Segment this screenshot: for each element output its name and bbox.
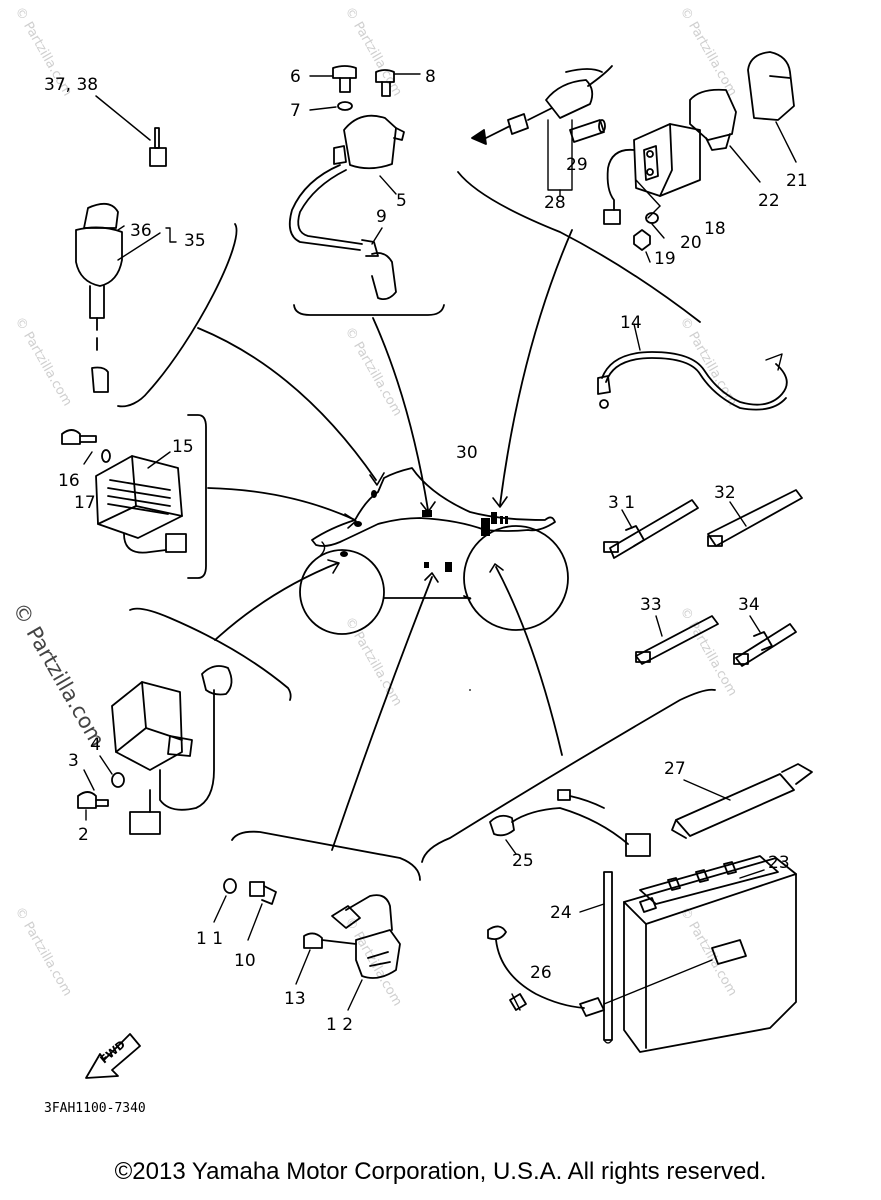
- callout-31: 3 1: [608, 493, 635, 513]
- callout-29: 29: [566, 155, 588, 175]
- callout-4: 4: [90, 735, 101, 755]
- callout-24: 24: [550, 903, 572, 923]
- callout-14: 14: [620, 313, 642, 333]
- cdi-unit: [77, 665, 233, 835]
- group-bracket-ignition-coil: [293, 304, 445, 316]
- fuse-holder: [471, 65, 613, 197]
- callout-36: 36: [130, 221, 152, 241]
- callout-37-38: 37, 38: [44, 75, 98, 95]
- cable-bands: [603, 489, 803, 667]
- callout-16: 16: [58, 471, 80, 491]
- group-bracket-relays: [457, 171, 701, 323]
- ignition-coil-assembly: [288, 65, 421, 301]
- ignition-switch: [75, 202, 177, 393]
- watermark: © Partzilla.com: [342, 5, 405, 99]
- group-bracket-battery: [421, 688, 716, 863]
- callout-3: 3: [68, 751, 79, 771]
- callout-28: 28: [544, 193, 566, 213]
- callout-18: 18: [704, 219, 726, 239]
- group-bracket-cdi: [129, 607, 292, 701]
- watermark: © Partzilla.com: [677, 5, 740, 99]
- callout-26: 26: [530, 963, 552, 983]
- watermark: © Partzilla.com: [342, 325, 405, 419]
- battery-assembly: [469, 689, 813, 1053]
- watermark: © Partzilla.com: [677, 905, 740, 999]
- front-wheel: [299, 549, 385, 635]
- group-bracket-ignition-switch: [117, 223, 238, 408]
- callout-30: 30: [456, 443, 478, 463]
- callout-20: 20: [680, 233, 702, 253]
- starter-relay: [603, 123, 701, 263]
- callout-12: 1 2: [326, 1015, 353, 1035]
- copyright-notice: ©2013 Yamaha Motor Corporation, U.S.A. A…: [114, 1158, 767, 1185]
- callout-17: 17: [74, 493, 96, 513]
- watermark: © Partzilla.com: [12, 315, 75, 409]
- callout-33: 33: [640, 595, 662, 615]
- callout-19: 19: [654, 249, 676, 269]
- callout-11: 1 1: [196, 929, 223, 949]
- watermark-large: © Partzilla.com: [8, 599, 110, 751]
- neutral-and-fuel-switches: [213, 878, 401, 1011]
- relay-pair: [689, 51, 797, 183]
- callout-32: 32: [714, 483, 736, 503]
- leader-lines: [197, 229, 573, 851]
- vehicle-outline: [299, 467, 569, 635]
- watermark: © Partzilla.com: [677, 315, 740, 409]
- watermark: © Partzilla.com: [342, 915, 405, 1009]
- callout-25: 25: [512, 851, 534, 871]
- watermark: © Partzilla.com: [342, 615, 405, 709]
- wire-harness: [597, 323, 788, 411]
- callout-6: 6: [290, 67, 301, 87]
- fwd-label: FWD: [98, 1038, 128, 1066]
- callout-34: 34: [738, 595, 760, 615]
- callout-9: 9: [376, 207, 387, 227]
- vehicle-part-markers: [340, 490, 508, 572]
- callout-7: 7: [290, 101, 301, 121]
- callout-15: 15: [172, 437, 194, 457]
- watermark: © Partzilla.com: [12, 905, 75, 999]
- callout-13: 13: [284, 989, 306, 1009]
- callout-5: 5: [396, 191, 407, 211]
- callout-10: 10: [234, 951, 256, 971]
- group-bracket-rectifier: [187, 414, 207, 579]
- callout-27: 27: [664, 759, 686, 779]
- callout-2: 2: [78, 825, 89, 845]
- callout-35: 35: [184, 231, 206, 251]
- callout-21: 21: [786, 171, 808, 191]
- fwd-arrow-icon: [85, 1033, 141, 1079]
- callout-23: 23: [768, 853, 790, 873]
- group-bracket-switches: [231, 830, 421, 881]
- callout-8: 8: [425, 67, 436, 87]
- callout-22: 22: [758, 191, 780, 211]
- diagram-code: 3FAH1100-7340: [44, 1101, 146, 1116]
- key: [95, 95, 167, 167]
- rectifier-regulator: [61, 429, 187, 554]
- rear-wheel: [463, 525, 569, 631]
